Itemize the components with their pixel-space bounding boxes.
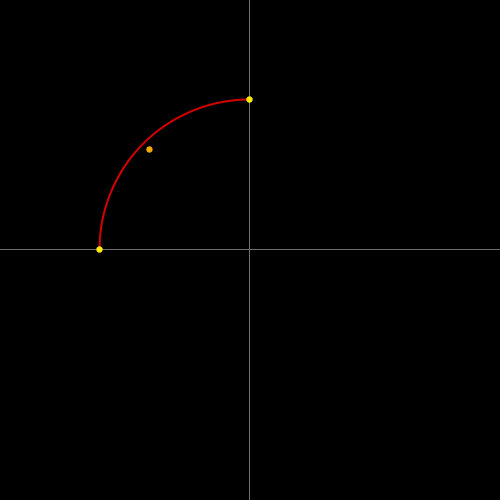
control-point — [146, 146, 153, 153]
control-points — [96, 96, 253, 253]
start-point — [96, 246, 103, 253]
end-point — [246, 96, 253, 103]
quarter-circle-arc — [98, 98, 250, 250]
